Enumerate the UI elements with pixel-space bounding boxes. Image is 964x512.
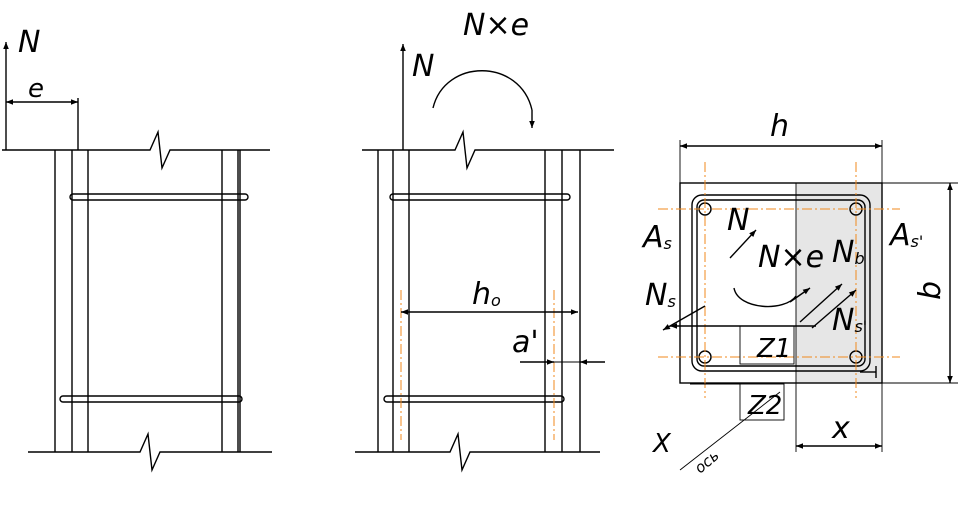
effective-depth-label: ho <box>472 277 501 312</box>
top-break-line <box>362 129 614 171</box>
moment-arc <box>432 70 533 111</box>
compression-force-arrow <box>811 289 857 329</box>
stirrup-bottom <box>383 395 565 403</box>
section-stirrup-outer <box>691 194 871 372</box>
middle-column-elevation: N N×e ho a' <box>355 8 614 473</box>
compressed-zone <box>796 183 882 383</box>
compression-zone-label: x <box>831 411 850 446</box>
moment-label: N×e <box>463 8 529 43</box>
compression-force-label: Ns' <box>832 303 867 338</box>
section-force-label-n: N <box>727 203 749 238</box>
stirrup-top <box>69 193 249 201</box>
eccentricity-label: e <box>28 74 44 104</box>
concrete-force-arrow <box>799 283 843 323</box>
arm2-callout-box <box>739 383 785 421</box>
force-label-n: N <box>412 49 434 84</box>
force-label-n: N <box>18 25 40 60</box>
tension-steel-label: As <box>641 220 672 255</box>
stirrup-top <box>389 193 571 201</box>
axis-note: ось <box>691 446 723 477</box>
bottom-break-line <box>355 431 600 473</box>
height-label: h <box>770 109 789 144</box>
arm1-label: Z1 <box>756 334 791 364</box>
section-stirrup-inner <box>696 199 866 367</box>
bottom-break-line <box>28 431 272 473</box>
cross-section: h b x As As' N N×e Nb Ns Ns' Z1 <box>641 109 958 477</box>
section-outline <box>679 182 883 384</box>
top-break-line <box>2 129 270 171</box>
width-label: b <box>913 281 948 300</box>
left-column-elevation: N e <box>2 25 272 473</box>
section-moment-arc <box>733 287 797 308</box>
concrete-force-label: Nb <box>832 235 865 270</box>
compression-steel-label: As' <box>888 218 923 253</box>
arm2-label: Z2 <box>747 391 782 421</box>
section-moment-label: N×e <box>758 240 824 275</box>
section-moment-arrow <box>789 287 811 303</box>
diagonal-axis-line <box>679 391 781 471</box>
arm1-callout-box <box>739 325 795 365</box>
cover-label: a' <box>512 325 539 360</box>
section-force-arrow-n <box>729 229 757 259</box>
stirrup-bottom <box>59 395 243 403</box>
axis-label: X <box>651 429 672 459</box>
tension-force-label: Ns <box>645 278 676 313</box>
